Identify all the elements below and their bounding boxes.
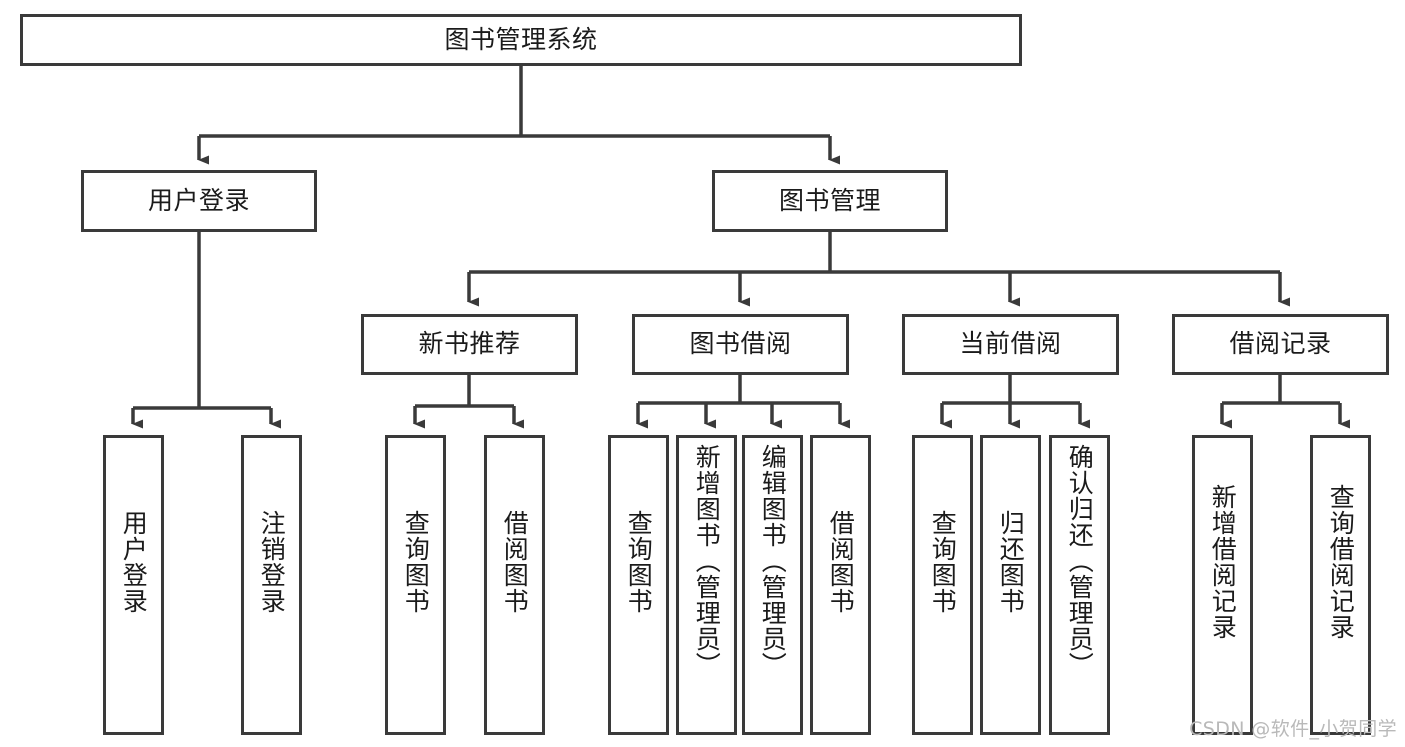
leaf-new-book-query-book[interactable]: 查询图书: [385, 435, 446, 735]
node-label: 查询图书: [928, 510, 958, 614]
leaf-user-login-login[interactable]: 用户登录: [103, 435, 164, 735]
node-label: 编辑图书（管理员）: [758, 444, 788, 678]
node-label: 查询图书: [624, 510, 654, 614]
node-label: 图书管理: [778, 185, 881, 215]
node-current-borrow[interactable]: 当前借阅: [902, 314, 1119, 375]
node-label: 确认归还（管理员）: [1065, 444, 1095, 678]
node-root-book-management-system[interactable]: 图书管理系统: [20, 14, 1022, 66]
node-label: 用户登录: [119, 510, 149, 614]
node-label: 当前借阅: [959, 329, 1062, 359]
node-new-book-recommend[interactable]: 新书推荐: [361, 314, 578, 375]
node-book-management[interactable]: 图书管理: [712, 170, 948, 232]
leaf-borrow-record-add-record[interactable]: 新增借阅记录: [1192, 435, 1253, 735]
node-label: 借阅图书: [500, 510, 530, 614]
node-label: 借阅图书: [826, 510, 856, 614]
leaf-borrow-record-query-record[interactable]: 查询借阅记录: [1310, 435, 1371, 735]
node-borrow-record[interactable]: 借阅记录: [1172, 314, 1389, 375]
leaf-new-book-borrow-book[interactable]: 借阅图书: [484, 435, 545, 735]
node-user-login[interactable]: 用户登录: [81, 170, 317, 232]
node-label: 新增图书（管理员）: [692, 444, 722, 678]
node-label: 用户登录: [147, 185, 250, 215]
node-label: 借阅记录: [1229, 329, 1332, 359]
leaf-current-borrow-return-book[interactable]: 归还图书: [980, 435, 1041, 735]
leaf-current-borrow-confirm-return-admin[interactable]: 确认归还（管理员）: [1049, 435, 1110, 735]
csdn-watermark: CSDN @软件_小贺同学: [1189, 718, 1397, 740]
node-label: 图书管理系统: [444, 24, 598, 54]
node-label: 新书推荐: [418, 329, 521, 359]
node-label: 图书借阅: [689, 329, 792, 359]
leaf-book-borrow-query-book[interactable]: 查询图书: [608, 435, 669, 735]
node-label: 查询图书: [401, 510, 431, 614]
leaf-book-borrow-edit-book-admin[interactable]: 编辑图书（管理员）: [742, 435, 803, 735]
node-label: 注销登录: [257, 510, 287, 614]
node-book-borrow[interactable]: 图书借阅: [632, 314, 849, 375]
node-label: 查询借阅记录: [1326, 484, 1356, 640]
leaf-current-borrow-query-book[interactable]: 查询图书: [912, 435, 973, 735]
leaf-user-login-logout[interactable]: 注销登录: [241, 435, 302, 735]
node-label: 新增借阅记录: [1208, 484, 1238, 640]
leaf-book-borrow-add-book-admin[interactable]: 新增图书（管理员）: [676, 435, 737, 735]
leaf-book-borrow-borrow-book[interactable]: 借阅图书: [810, 435, 871, 735]
node-label: 归还图书: [996, 510, 1026, 614]
